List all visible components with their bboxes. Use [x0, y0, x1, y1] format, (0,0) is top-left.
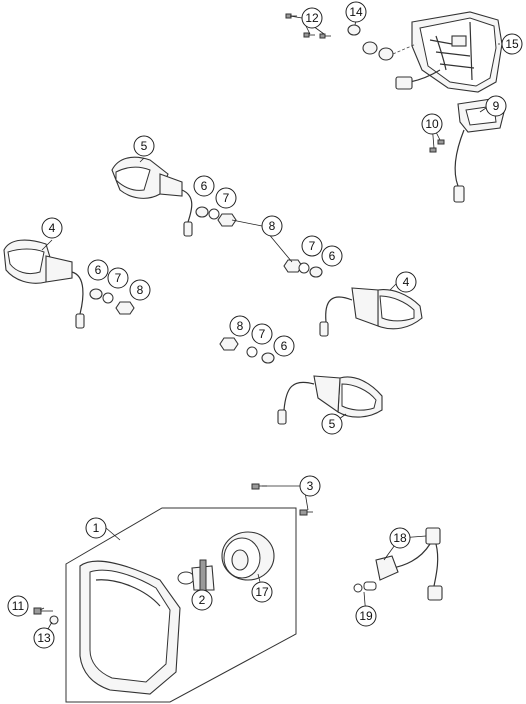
callout-4-right-label: 4: [403, 275, 410, 289]
callout-14-label: 14: [349, 5, 363, 19]
callout-13: 13: [33, 627, 55, 649]
callout-9-label: 9: [493, 99, 500, 113]
grommet-14: [347, 24, 417, 61]
turn-signal-upper-left: [111, 156, 193, 237]
callout-19-label: 19: [359, 609, 373, 623]
callout-6-left: 6: [87, 259, 109, 281]
callout-12: 12: [301, 7, 323, 29]
callout-8-center-label: 8: [269, 219, 276, 233]
callout-1-label: 1: [93, 521, 100, 535]
screw-11-and-nut-13: [33, 607, 59, 625]
callout-6-left-label: 6: [95, 263, 102, 277]
callout-9: 9: [485, 95, 507, 117]
callout-8-left: 8: [129, 279, 151, 301]
washers-upper-left: [195, 206, 237, 227]
callout-10: 10: [421, 113, 443, 135]
callout-7-right: 7: [301, 235, 323, 257]
callout-2: 2: [191, 589, 213, 611]
headlight-bulb: [177, 559, 215, 599]
callout-18: 18: [389, 527, 411, 549]
callout-4-right: 4: [395, 271, 417, 293]
callout-8-lower: 8: [229, 315, 251, 337]
callout-1: 1: [85, 517, 107, 539]
callout-18-label: 18: [393, 531, 407, 545]
callout-17: 17: [251, 581, 273, 603]
callout-6-upper-label: 6: [201, 179, 208, 193]
leader-lines: [39, 15, 500, 637]
tail-light-assembly: [395, 11, 503, 93]
turn-signal-lower-right: [277, 375, 383, 425]
parking-light-harness: [353, 527, 443, 601]
callout-5-lower-label: 5: [329, 417, 336, 431]
callout-7-left: 7: [107, 267, 129, 289]
callout-11-label: 11: [12, 599, 25, 613]
callout-7-upper: 7: [215, 187, 237, 209]
callout-8-left-label: 8: [137, 283, 144, 297]
callout-3-label: 3: [307, 479, 314, 493]
callout-13-label: 13: [37, 631, 51, 645]
callout-12-label: 12: [305, 11, 319, 25]
callout-4-left: 4: [41, 217, 63, 239]
headlight-frame: [65, 507, 297, 703]
callout-14: 14: [345, 1, 367, 23]
callout-10-label: 10: [425, 117, 439, 131]
headlight-housing: [79, 560, 181, 695]
washers-left: [89, 288, 135, 315]
callout-15-label: 15: [505, 37, 519, 51]
callout-2-label: 2: [199, 593, 206, 607]
washers-right: [283, 259, 323, 278]
callout-6-right-label: 6: [329, 249, 336, 263]
bulb-socket-cover: [221, 531, 275, 581]
turn-signal-right: [319, 287, 423, 337]
callout-5-upper-label: 5: [141, 139, 148, 153]
callout-6-lower-label: 6: [281, 339, 288, 353]
callout-7-lower: 7: [251, 323, 273, 345]
callout-7-right-label: 7: [309, 239, 316, 253]
callout-6-upper: 6: [193, 175, 215, 197]
callout-5-lower: 5: [321, 413, 343, 435]
callout-5-upper: 5: [133, 135, 155, 157]
callout-4-left-label: 4: [49, 221, 56, 235]
callout-3: 3: [299, 475, 321, 497]
callout-7-lower-label: 7: [259, 327, 266, 341]
turn-signal-left: [3, 239, 85, 329]
washers-lower: [219, 337, 275, 364]
callout-8-center: 8: [261, 215, 283, 237]
callout-7-upper-label: 7: [223, 191, 230, 205]
screws-12: [285, 13, 331, 39]
callout-11: 11: [7, 595, 29, 617]
callout-7-left-label: 7: [115, 271, 122, 285]
callout-15: 15: [501, 33, 523, 55]
callout-19: 19: [355, 605, 377, 627]
callout-6-lower: 6: [273, 335, 295, 357]
callout-8-lower-label: 8: [237, 319, 244, 333]
callout-6-right: 6: [321, 245, 343, 267]
callout-17-label: 17: [255, 585, 269, 599]
